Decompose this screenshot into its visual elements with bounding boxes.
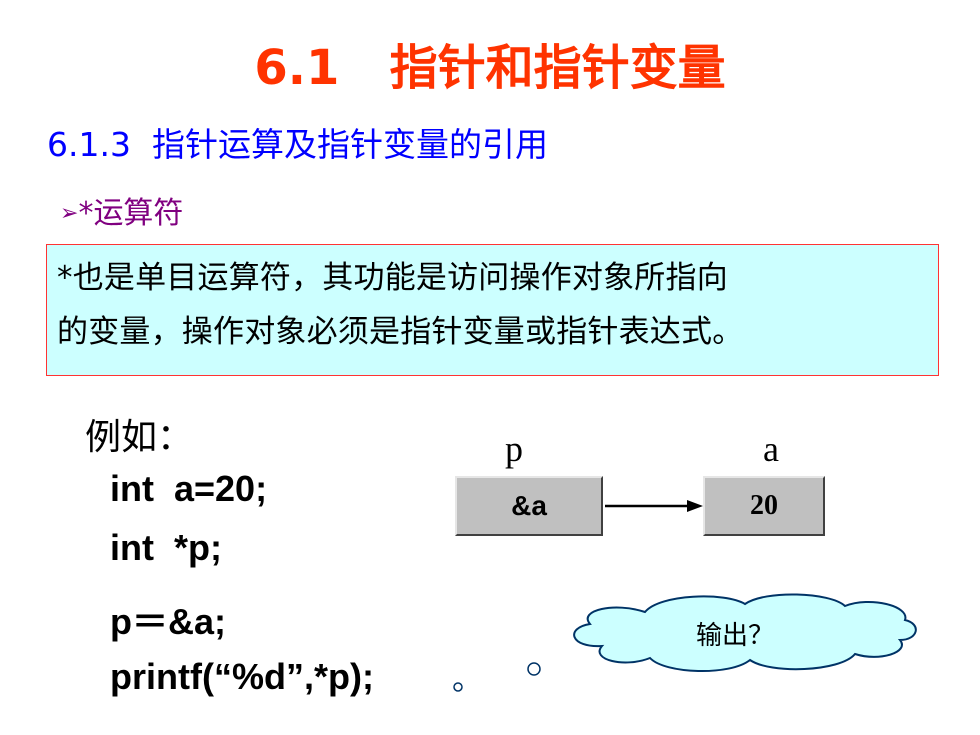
code-line: p＝&a;: [110, 601, 226, 642]
target-cell-value: 20: [750, 490, 778, 521]
callout-text: 输出？: [695, 621, 774, 651]
bullet-heading: ➢*运算符: [60, 188, 183, 232]
bullet-arrow-icon: ➢: [60, 201, 79, 226]
pointer-var-name: p: [505, 429, 523, 469]
pointer-cell-value: &a: [511, 490, 547, 521]
definition-line: 的变量，操作对象必须是指针变量或指针表达式。: [57, 314, 744, 350]
pointer-cell: &a: [455, 476, 603, 536]
code-line: int a=20;: [110, 468, 268, 509]
example-label: 例如：: [85, 417, 194, 458]
target-var-name: a: [763, 429, 779, 469]
target-cell: 20: [703, 476, 825, 536]
code-line: printf(“%d”,*p);: [110, 656, 374, 697]
bullet-text: *运算符: [78, 196, 184, 231]
definition-line: *也是单目运算符，其功能是访问操作对象所指向: [57, 260, 728, 296]
pointer-arrow-icon: [605, 500, 703, 512]
thought-cloud-icon: [453, 593, 917, 692]
slide-title: 6.1 指针和指针变量: [254, 40, 726, 96]
section-subtitle: 6.1.3 指针运算及指针变量的引用: [47, 125, 548, 164]
code-line: int *p;: [110, 527, 222, 568]
definition-box: *也是单目运算符，其功能是访问操作对象所指向 的变量，操作对象必须是指针变量或指…: [46, 244, 939, 376]
